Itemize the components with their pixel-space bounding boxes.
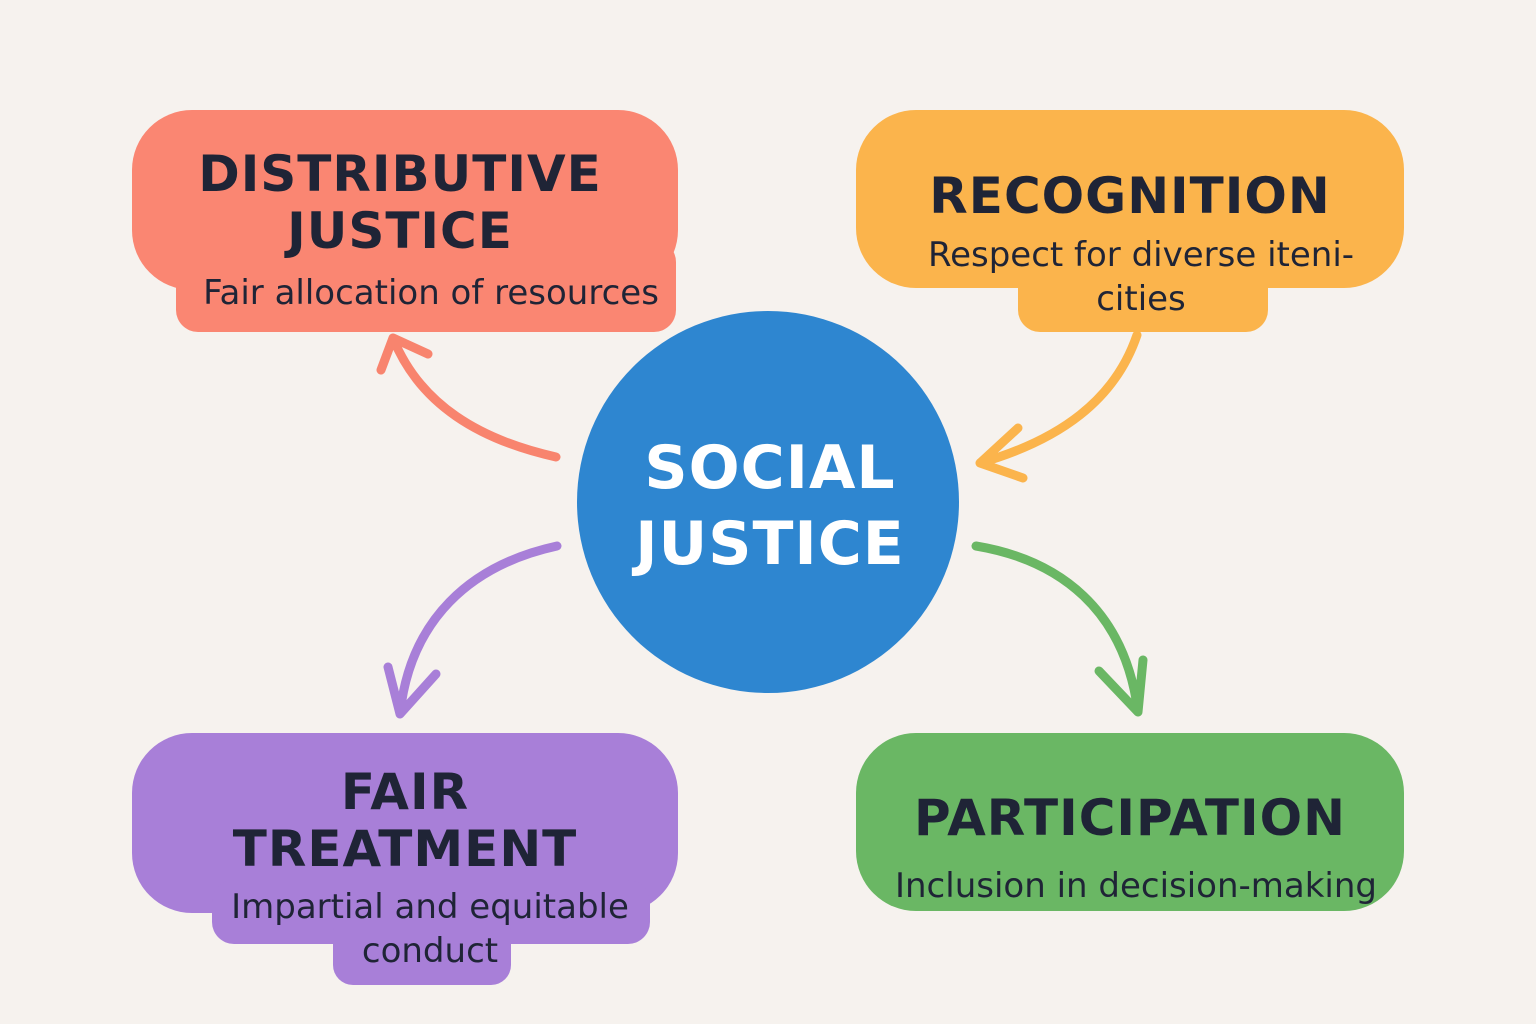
participation-title: PARTICIPATION: [914, 789, 1346, 847]
social-justice-title: SOCIAL JUSTICE: [580, 430, 960, 582]
fair-treatment-description-line1: Impartial and equitable: [231, 887, 629, 927]
distributive-title-line1: DISTRIBUTIVE: [198, 145, 602, 203]
distributive-title-line2: JUSTICE: [287, 202, 513, 260]
recognition-description-line1: Respect for diverse iteni-: [927, 235, 1355, 275]
center-title-line1: SOCIAL: [644, 433, 896, 503]
center-title-line2: JUSTICE: [635, 509, 905, 579]
fair-treatment-description: Impartial and equitable conduct: [190, 885, 670, 973]
arrow-from-recognition: [975, 330, 1142, 483]
participation-box: [856, 733, 1404, 911]
recognition-description: Respect for diverse iteni- cities: [876, 233, 1406, 321]
fair-treatment-box: [132, 733, 678, 985]
recognition-box: [856, 110, 1404, 332]
fair-treatment-description-line2: conduct: [361, 931, 499, 971]
fair-treatment-title: FAIR TREATMENT: [150, 764, 660, 878]
social-justice-circle: [577, 311, 959, 693]
distributive-justice-description: Fair allocation of resources: [203, 273, 659, 313]
fair-treatment-title-line2: TREATMENT: [232, 820, 578, 878]
fair-treatment-title-line1: FAIR: [340, 763, 470, 821]
distributive-justice-title: DISTRIBUTIVE JUSTICE: [150, 146, 650, 260]
distributive-justice-box: [132, 110, 678, 332]
recognition-title: RECOGNITION: [929, 167, 1331, 225]
arrow-to-participation: [971, 541, 1148, 717]
arrow-to-fair-treatment: [383, 541, 562, 719]
recognition-description-line2: cities: [1096, 279, 1186, 319]
arrow-to-distributive-justice: [376, 333, 561, 462]
participation-description: Inclusion in decision-making: [894, 866, 1378, 906]
